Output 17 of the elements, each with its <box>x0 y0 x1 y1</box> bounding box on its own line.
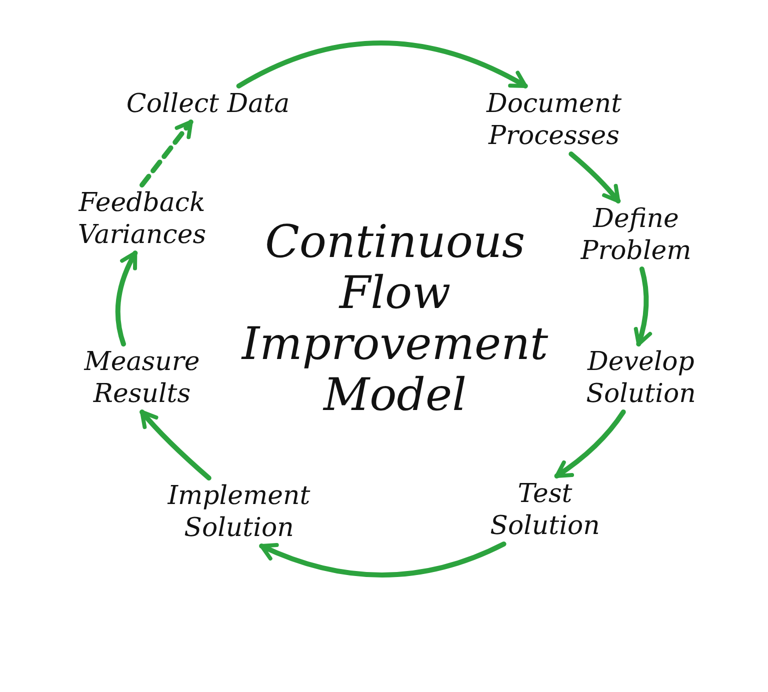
step-label: Test Solution <box>486 476 604 544</box>
arrow <box>554 410 626 478</box>
arrow <box>568 152 621 204</box>
arrow <box>259 542 506 578</box>
arrow <box>140 410 212 480</box>
arrow <box>634 266 652 346</box>
step-label: Implement Solution <box>164 478 314 546</box>
step-label: Document Processes <box>482 86 626 154</box>
step-label: Define Problem <box>576 201 696 269</box>
arrow <box>236 40 528 88</box>
step-label: Develop Solution <box>582 344 700 412</box>
step-label: Measure Results <box>80 344 204 412</box>
arrow <box>115 250 138 346</box>
step-label: Collect Data <box>122 86 294 122</box>
step-label: Feedback Variances <box>74 185 210 253</box>
diagram-title: Continuous Flow Improvement Model <box>242 216 548 420</box>
dashed-arrow <box>140 120 194 188</box>
